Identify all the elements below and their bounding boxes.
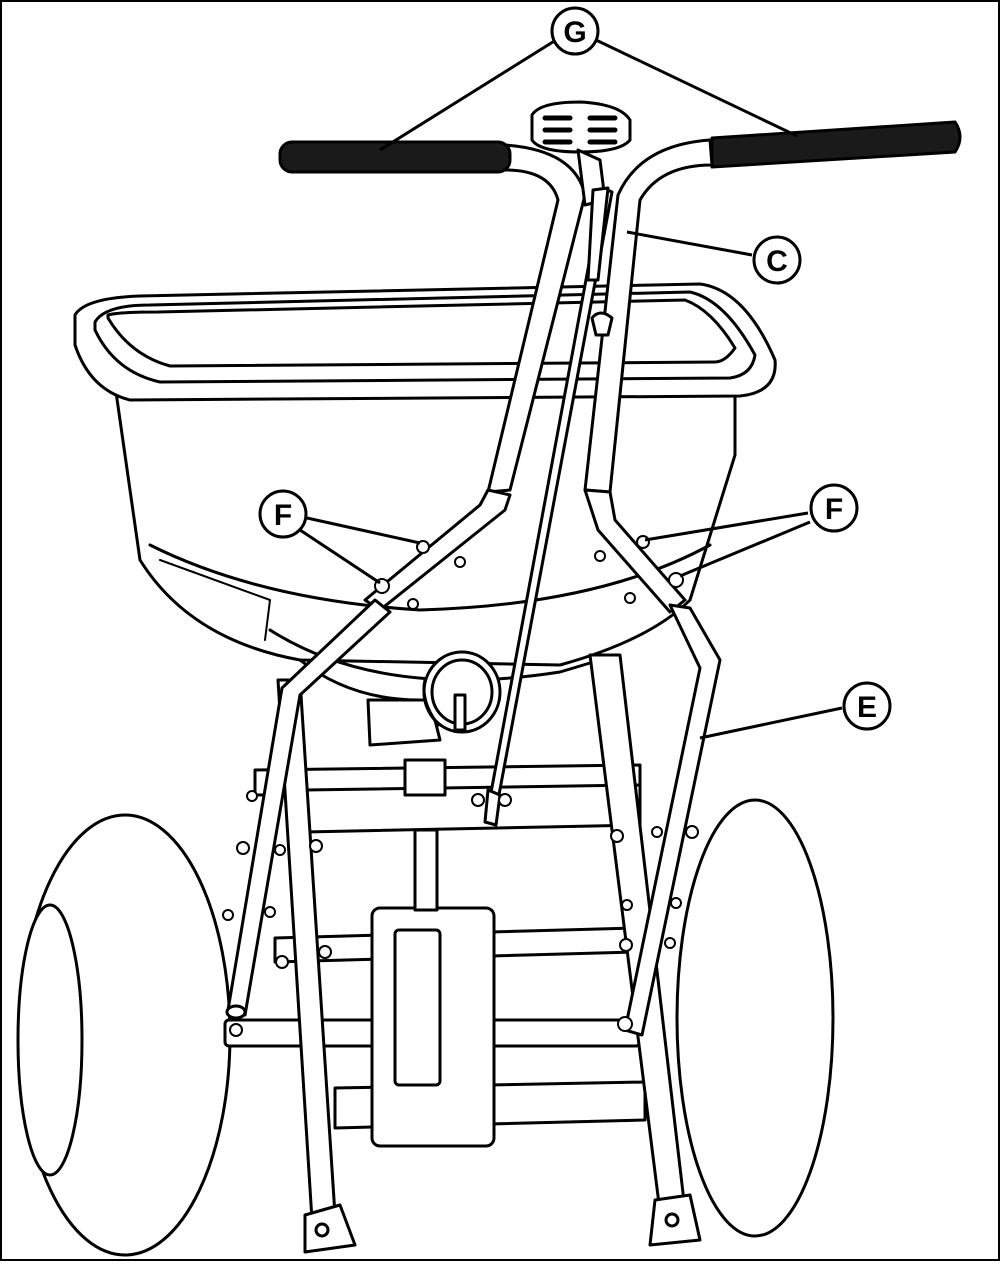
callout-g: G	[550, 6, 600, 56]
svg-text:F: F	[274, 499, 292, 532]
svg-text:C: C	[766, 245, 788, 278]
right-wheel	[675, 798, 835, 1238]
callout-f-left: F	[258, 489, 308, 539]
leader-lines	[299, 38, 843, 740]
control-grip	[530, 100, 632, 207]
flow-control-dial	[422, 650, 502, 734]
callout-c: C	[752, 235, 802, 285]
left-lower-tube	[225, 598, 392, 1020]
callout-e: E	[842, 681, 892, 731]
left-wheel	[16, 813, 232, 1257]
hopper	[73, 282, 777, 702]
bolts	[222, 535, 699, 1037]
svg-text:E: E	[857, 691, 877, 724]
callout-f-right: F	[809, 483, 859, 533]
right-handle-tube	[583, 138, 714, 614]
right-lower-tube	[623, 603, 722, 1037]
right-grip	[710, 120, 962, 169]
svg-text:F: F	[825, 493, 843, 526]
left-handle-tube	[363, 143, 587, 612]
left-grip	[278, 140, 512, 174]
svg-text:G: G	[563, 16, 586, 49]
gearbox	[366, 698, 496, 1148]
